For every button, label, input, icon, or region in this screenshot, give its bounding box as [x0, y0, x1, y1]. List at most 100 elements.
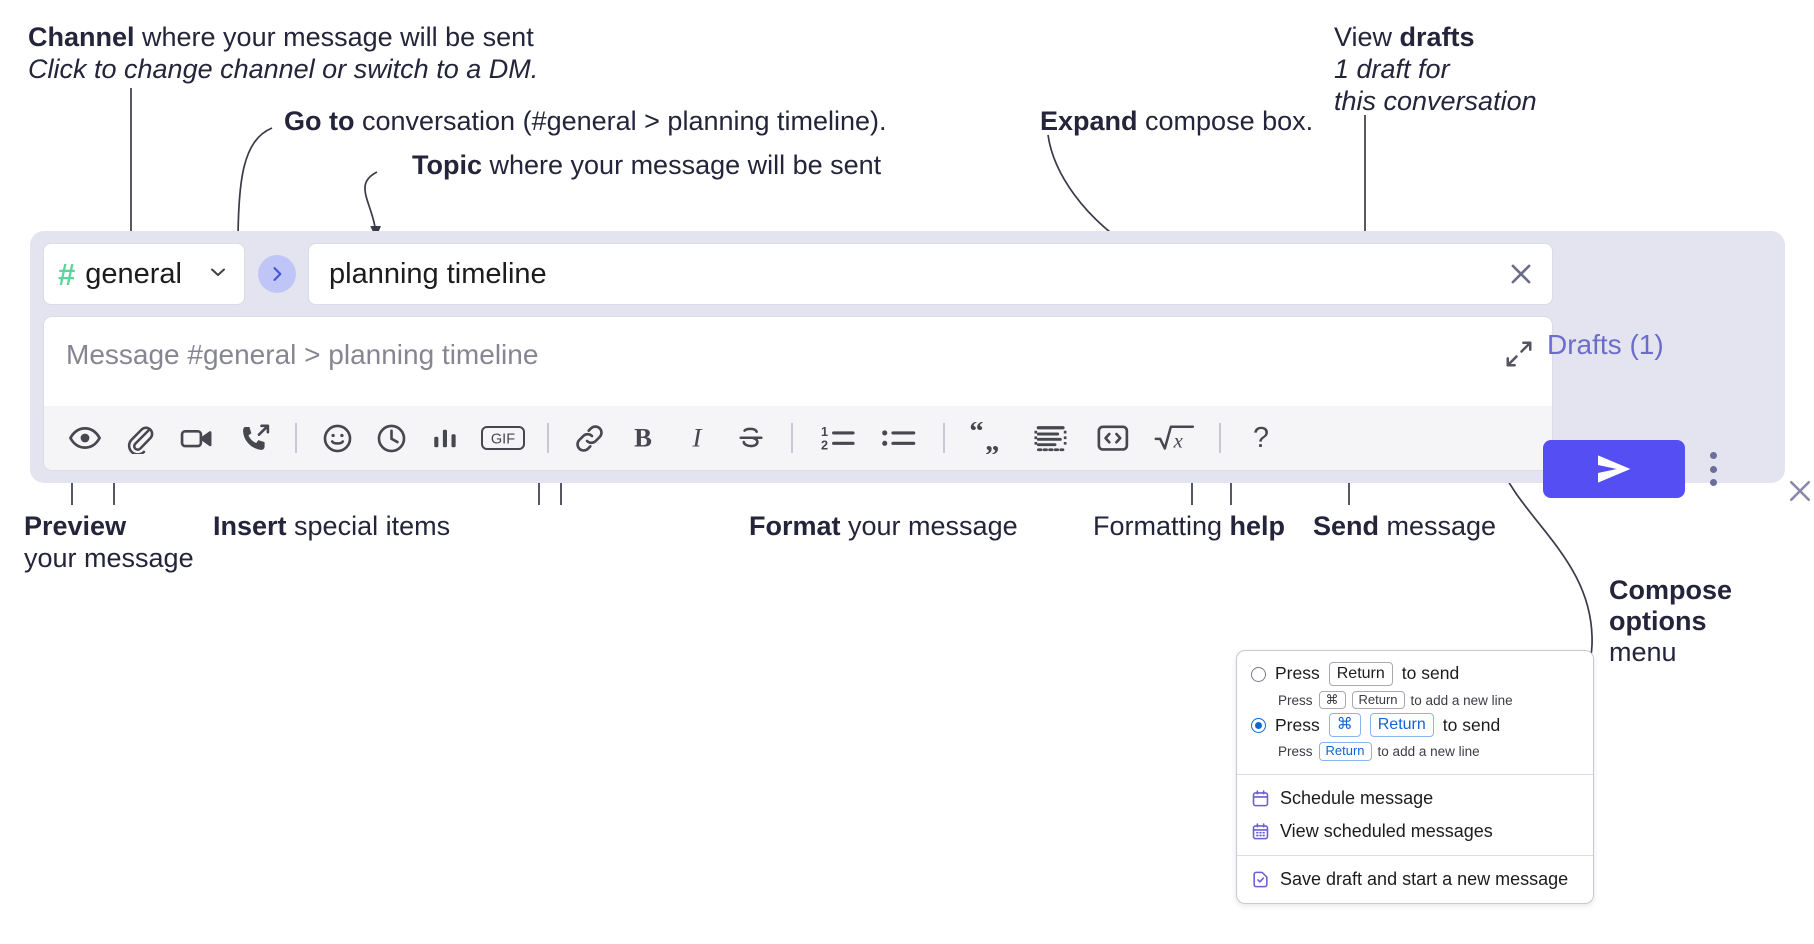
chevron-down-icon: [206, 260, 230, 289]
svg-text:GIF: GIF: [491, 432, 515, 448]
message-input-box[interactable]: Message #general > planning timeline: [43, 316, 1553, 471]
annotation-insert: Insert special items: [213, 511, 450, 543]
annotation-expand-bold: Expand: [1040, 106, 1138, 136]
expand-icon[interactable]: [1504, 339, 1534, 374]
goto-conversation-button[interactable]: [258, 255, 296, 293]
close-icon[interactable]: [1785, 476, 1814, 511]
svg-text:B: B: [634, 423, 652, 453]
radio-cmd-return[interactable]: [1251, 717, 1266, 733]
inline-code-icon[interactable]: [1082, 412, 1144, 464]
audio-icon[interactable]: [228, 412, 282, 464]
clear-topic-icon[interactable]: [1506, 259, 1536, 289]
annotation-topic-bold: Topic: [412, 150, 482, 180]
annotation-help-plain: Formatting: [1093, 511, 1230, 541]
poll-icon[interactable]: [418, 412, 472, 464]
compose-inner: # general planning timeline Message #gen…: [43, 243, 1553, 471]
calendar-icon: [1251, 789, 1270, 808]
toolbar-divider: [943, 423, 945, 453]
send-option-return[interactable]: Press Return to send Press ⌘ Return to a…: [1237, 662, 1593, 710]
annotation-send-bold: Send: [1313, 511, 1380, 541]
annotation-compose-line2: options: [1609, 605, 1707, 636]
option1-sub-pre: Press: [1278, 692, 1313, 708]
divider: [1237, 854, 1593, 856]
svg-text:I: I: [692, 423, 703, 453]
annotation-drafts-bold: drafts: [1399, 22, 1475, 52]
send-icon: [1598, 455, 1631, 483]
menu-item-label: Schedule message: [1280, 787, 1434, 808]
option2-pre: Press: [1275, 714, 1320, 735]
topic-input[interactable]: planning timeline: [308, 243, 1553, 305]
menu-item-view-scheduled[interactable]: View scheduled messages: [1237, 815, 1593, 848]
toolbar-divider: [1219, 423, 1221, 453]
send-shortcut-options: Press Return to send Press ⌘ Return to a…: [1237, 651, 1593, 774]
blockquote-icon[interactable]: “ „: [958, 412, 1020, 464]
calendar-grid-icon: [1251, 822, 1270, 841]
annotation-formatting-help: Formatting help: [1093, 511, 1285, 543]
save-draft-icon: [1251, 870, 1270, 889]
key-command: ⌘: [1328, 713, 1361, 738]
compose-options-menu-button[interactable]: [1700, 449, 1726, 489]
formatting-toolbar: GIF B I: [44, 406, 1552, 470]
option1-post: to send: [1401, 663, 1460, 684]
link-icon[interactable]: [562, 412, 616, 464]
annotation-drafts-line3: this conversation: [1334, 85, 1537, 116]
hash-icon: #: [58, 256, 76, 292]
option2-sub-pre: Press: [1278, 743, 1313, 759]
strikethrough-icon[interactable]: [724, 412, 778, 464]
message-placeholder: Message #general > planning timeline: [66, 339, 539, 370]
dot: [1709, 479, 1717, 486]
chevron-right-icon: [273, 267, 282, 281]
attachment-icon[interactable]: [112, 412, 166, 464]
option1-pre: Press: [1275, 663, 1320, 684]
radio-return[interactable]: [1251, 666, 1266, 682]
annotation-drafts-line2: 1 draft for: [1334, 53, 1450, 84]
option2-post: to send: [1442, 714, 1501, 735]
annotation-goto: Go to conversation (#general > planning …: [284, 106, 887, 138]
annotation-goto-bold: Go to: [284, 106, 355, 136]
annotation-compose-options: Compose options menu: [1609, 575, 1732, 667]
ordered-list-icon[interactable]: 1 2: [806, 412, 868, 464]
annotation-channel: Channel where your message will be sent …: [28, 22, 538, 86]
drafts-link[interactable]: Drafts (1): [1547, 329, 1664, 360]
annotation-send: Send message: [1313, 511, 1496, 543]
gif-icon[interactable]: GIF: [472, 412, 534, 464]
schedule-group: Schedule message View scheduled messages: [1237, 775, 1593, 855]
channel-name: general: [85, 257, 182, 290]
code-block-icon[interactable]: [1020, 412, 1082, 464]
annotation-preview-line2: your message: [24, 542, 194, 573]
toolbar-divider: [295, 423, 297, 453]
dot: [1709, 452, 1717, 459]
math-icon[interactable]: x: [1144, 412, 1206, 464]
italic-icon[interactable]: I: [670, 412, 724, 464]
draft-group: Save draft and start a new message: [1237, 856, 1593, 903]
emoji-icon[interactable]: [310, 412, 364, 464]
annotation-preview: Preview your message: [24, 511, 194, 575]
menu-item-save-draft[interactable]: Save draft and start a new message: [1237, 863, 1593, 896]
channel-selector[interactable]: # general: [43, 243, 245, 305]
preview-icon[interactable]: [58, 412, 112, 464]
send-button[interactable]: [1543, 440, 1685, 498]
bulleted-list-icon[interactable]: [868, 412, 930, 464]
video-icon[interactable]: [166, 412, 228, 464]
send-option-cmd-return[interactable]: Press ⌘ Return to send Press Return to a…: [1237, 713, 1593, 761]
key-return: Return: [1369, 713, 1434, 738]
toolbar-divider: [791, 423, 793, 453]
menu-item-label: View scheduled messages: [1280, 820, 1493, 841]
help-icon[interactable]: ?: [1234, 412, 1288, 464]
annotation-send-rest: message: [1379, 511, 1497, 541]
clock-icon[interactable]: [364, 412, 418, 464]
svg-text:“: “: [969, 422, 983, 448]
annotation-channel-sub: Click to change channel or switch to a D…: [28, 53, 539, 84]
annotation-format-bold: Format: [749, 511, 841, 541]
annotation-help-bold: help: [1229, 511, 1286, 541]
toolbar-divider: [547, 423, 549, 453]
annotation-goto-rest: conversation (#general > planning timeli…: [354, 106, 887, 136]
menu-item-schedule-message[interactable]: Schedule message: [1237, 782, 1593, 815]
annotation-preview-bold: Preview: [24, 511, 127, 541]
annotation-drafts: View drafts 1 draft for this conversatio…: [1334, 22, 1537, 118]
compose-header-row: # general planning timeline: [43, 243, 1553, 305]
compose-options-popup: Press Return to send Press ⌘ Return to a…: [1236, 650, 1594, 904]
option2-sub-post: to add a new line: [1377, 743, 1480, 759]
bold-icon[interactable]: B: [616, 412, 670, 464]
key-return: Return: [1328, 662, 1393, 686]
